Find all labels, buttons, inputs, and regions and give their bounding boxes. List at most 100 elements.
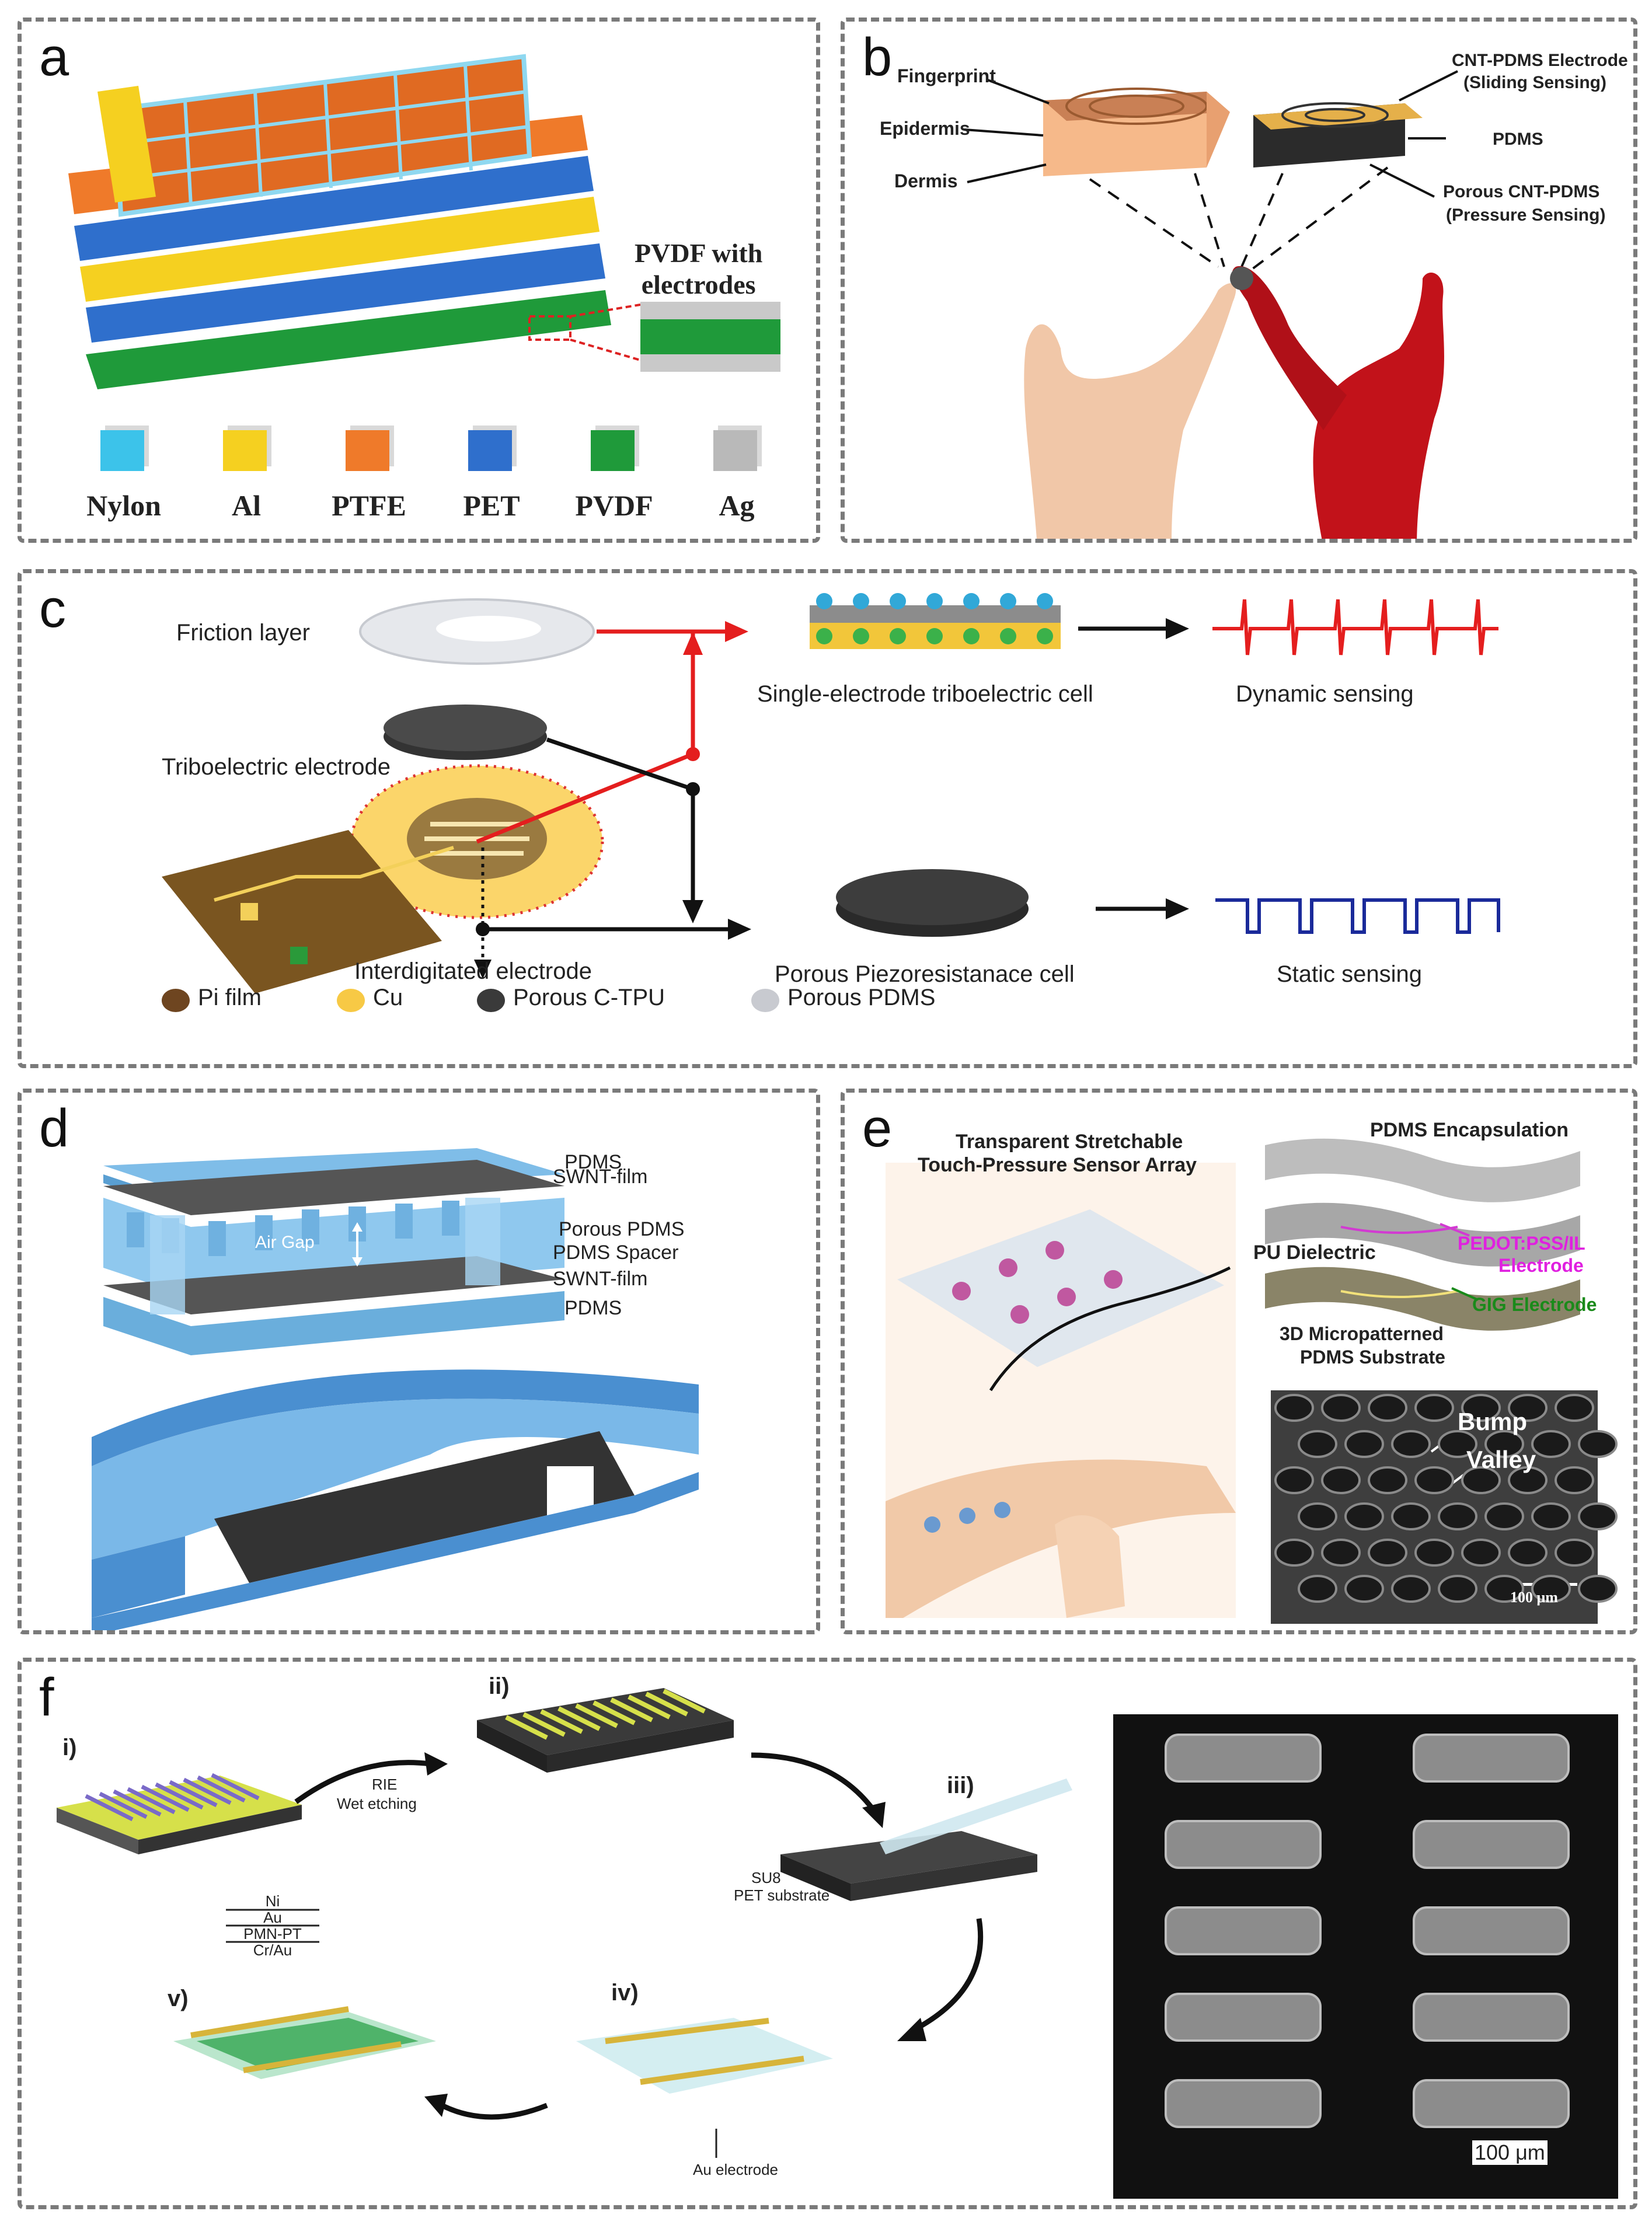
legend-swatch-pvdf bbox=[591, 430, 635, 471]
micro-valley bbox=[1368, 1394, 1407, 1422]
micro-valley bbox=[1531, 1575, 1571, 1603]
legend-swatch-nylon bbox=[100, 430, 144, 471]
electrode-bar bbox=[557, 1706, 601, 1731]
micro-valley bbox=[1368, 1539, 1407, 1567]
porous-piezo-label: Porous Piezoresistanace cell bbox=[775, 961, 1075, 987]
legend-label-al: Al bbox=[232, 489, 261, 522]
layer-label-5: PDMS bbox=[564, 1297, 622, 1319]
dermis-label: Dermis bbox=[894, 170, 958, 191]
micro-valley bbox=[1274, 1394, 1314, 1422]
micro-valley bbox=[1578, 1430, 1618, 1458]
electrode-bar bbox=[113, 1789, 162, 1817]
panel-c-label: c bbox=[39, 579, 66, 639]
micro-valley bbox=[1461, 1394, 1501, 1422]
electrode-bar bbox=[169, 1780, 218, 1808]
micro-valley bbox=[1555, 1466, 1594, 1494]
static-sensing-label: Static sensing bbox=[1277, 961, 1423, 987]
positive-charge-icon bbox=[963, 628, 980, 644]
micro-valley bbox=[1438, 1502, 1477, 1530]
micro-valley bbox=[1461, 1539, 1501, 1567]
stack-label-3: Cr/Au bbox=[253, 1941, 292, 1959]
pedot-label-1: PEDOT:PSS/IL bbox=[1458, 1233, 1585, 1254]
legend-swatch-al bbox=[223, 430, 267, 471]
stack-label-0: Ni bbox=[265, 1892, 280, 1910]
tribo-electrode-label: Triboelectric electrode bbox=[162, 754, 391, 780]
legend-label-pet: PET bbox=[463, 489, 520, 522]
micro-valley bbox=[1391, 1502, 1431, 1530]
legend-swatch-pet bbox=[468, 430, 512, 471]
rie-label: RIE bbox=[372, 1776, 398, 1793]
electrode-bar bbox=[575, 1703, 618, 1728]
legend-dot-3 bbox=[751, 989, 779, 1012]
stack-label-1: Au bbox=[263, 1909, 282, 1926]
substrate-label-1: 3D Micropatterned bbox=[1280, 1323, 1444, 1344]
legend-text-3: Porous PDMS bbox=[787, 985, 936, 1010]
negative-charge-icon bbox=[1000, 593, 1016, 609]
negative-charge-icon bbox=[853, 593, 869, 609]
micro-valley bbox=[1298, 1502, 1337, 1530]
micro-valley bbox=[1414, 1394, 1454, 1422]
electrode-bar bbox=[663, 1689, 706, 1714]
micro-valley bbox=[1344, 1575, 1384, 1603]
micro-valley bbox=[1508, 1539, 1548, 1567]
skin-sensor-illustration bbox=[964, 70, 1458, 539]
legend-text-0: Pi film bbox=[198, 985, 262, 1010]
micro-valley bbox=[1508, 1394, 1548, 1422]
micro-valley bbox=[1484, 1502, 1524, 1530]
legend-text-2: Porous C-TPU bbox=[513, 985, 665, 1010]
micro-valley bbox=[1298, 1430, 1337, 1458]
sensor-array-title-2: Touch-Pressure Sensor Array bbox=[918, 1154, 1197, 1176]
micro-valley bbox=[1555, 1394, 1594, 1422]
fingerprint-label: Fingerprint bbox=[897, 65, 996, 86]
negative-charge-icon bbox=[890, 593, 906, 609]
legend-dot-2 bbox=[477, 989, 505, 1012]
electrode-bar bbox=[155, 1782, 204, 1810]
electrode-bar bbox=[628, 1694, 671, 1720]
single-electrode-label: Single-electrode triboelectric cell bbox=[757, 681, 1093, 707]
layer-stack-illustration bbox=[68, 54, 780, 389]
electrode-bar bbox=[183, 1777, 232, 1805]
micro-valley bbox=[1274, 1539, 1314, 1567]
micro-valley bbox=[1438, 1575, 1477, 1603]
micro-valley bbox=[1391, 1575, 1431, 1603]
legend-label-ag: Ag bbox=[719, 489, 755, 522]
step-label-0: i) bbox=[62, 1735, 77, 1760]
micro-valley bbox=[1578, 1575, 1618, 1603]
positive-charge-icon bbox=[1037, 628, 1053, 644]
micro-valley bbox=[1414, 1539, 1454, 1567]
micro-valley bbox=[1438, 1430, 1477, 1458]
scale-bar-f: 100 μm bbox=[1472, 2140, 1548, 2165]
electrode-bar bbox=[141, 1784, 190, 1812]
electrode-bar bbox=[540, 1709, 583, 1734]
step-label-1: ii) bbox=[489, 1673, 510, 1699]
electrode-pad bbox=[1165, 1820, 1322, 1869]
pedot-label-2: Electrode bbox=[1498, 1255, 1584, 1276]
layer-label-3: PDMS Spacer bbox=[553, 1241, 679, 1264]
panel-f-label: f bbox=[39, 1668, 54, 1727]
panel-f: f bbox=[18, 1658, 1637, 2209]
wet-etching-label: Wet etching bbox=[337, 1795, 417, 1812]
panel-d: d Air Gap bbox=[18, 1089, 820, 1634]
dynamic-sensing-label: Dynamic sensing bbox=[1236, 681, 1414, 707]
valley-label: Valley bbox=[1466, 1446, 1536, 1473]
air-gap-label: Air Gap bbox=[255, 1233, 315, 1252]
electrode-bar bbox=[211, 1773, 260, 1801]
layer-label-0: PDMS bbox=[564, 1151, 622, 1173]
micro-valley bbox=[1368, 1466, 1407, 1494]
bump-label: Bump bbox=[1458, 1408, 1527, 1435]
micro-valley bbox=[1321, 1539, 1361, 1567]
electrode-pad bbox=[1165, 1734, 1322, 1783]
micro-valley bbox=[1508, 1466, 1548, 1494]
fabrication-process-illustration bbox=[57, 1688, 1618, 2199]
micro-valley bbox=[1391, 1430, 1431, 1458]
pet-substrate-label: PET substrate bbox=[734, 1886, 830, 1904]
micro-valley bbox=[1298, 1575, 1337, 1603]
porous-cnt-label: Porous CNT-PDMS bbox=[1443, 182, 1600, 201]
micro-valley bbox=[1484, 1430, 1524, 1458]
pu-dielectric-label: PU Dielectric bbox=[1253, 1241, 1376, 1264]
legend-swatch-ag bbox=[713, 430, 757, 471]
electrode-pad bbox=[1413, 1820, 1570, 1869]
panel-e: e Transparent Stretchable bbox=[841, 1089, 1637, 1634]
positive-charge-icon bbox=[853, 628, 869, 644]
micro-valley bbox=[1344, 1502, 1384, 1530]
